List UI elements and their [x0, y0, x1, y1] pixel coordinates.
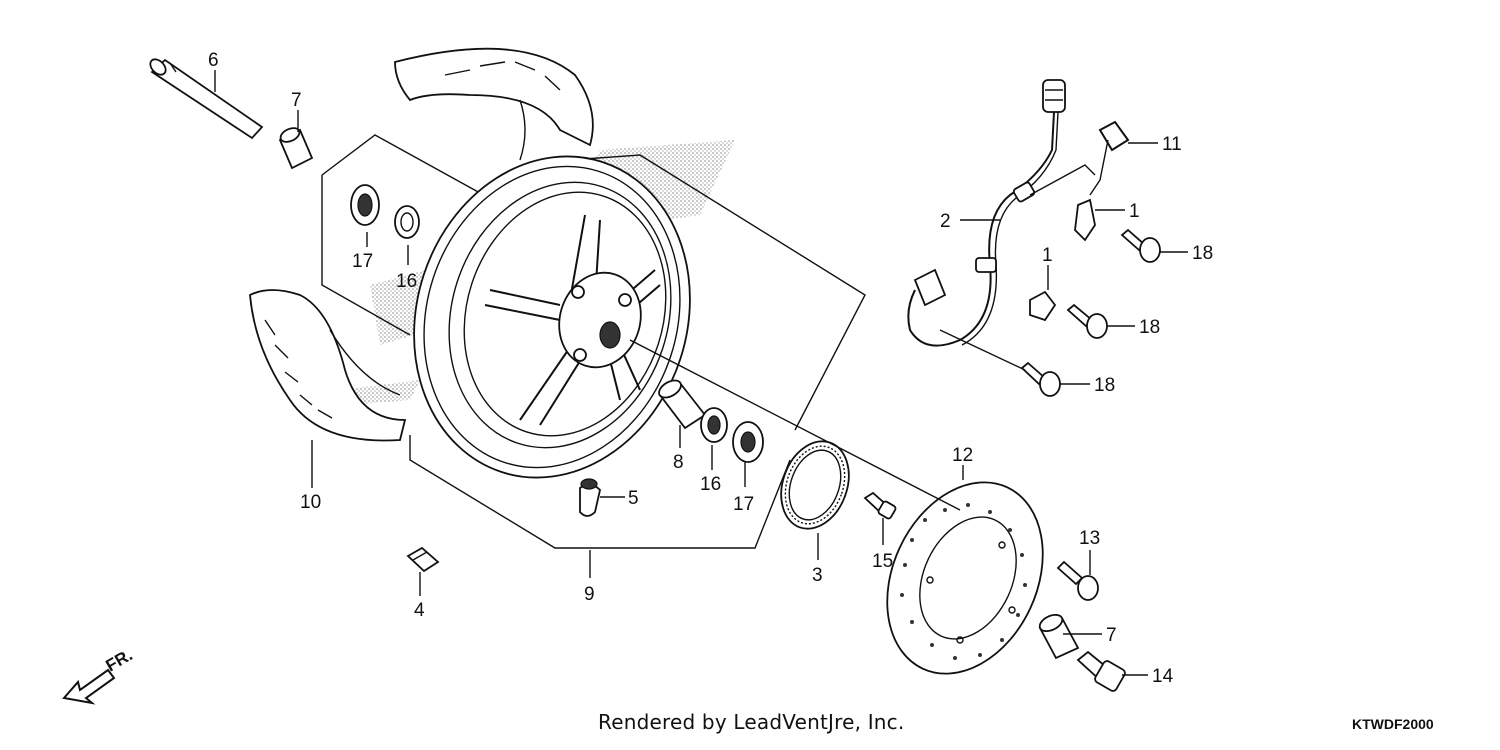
disc-bolt-part: [1056, 560, 1099, 601]
label-18-top: 18: [1192, 243, 1213, 264]
label-16-top: 16: [396, 271, 417, 292]
collar-part-right: [1038, 613, 1080, 660]
label-1-lower: 1: [1042, 245, 1053, 266]
collar-part-top: [278, 127, 314, 170]
label-4: 4: [414, 600, 425, 621]
clamp-part-upper: [1074, 198, 1096, 242]
axle-part: [149, 58, 264, 140]
label-13: 13: [1079, 528, 1100, 549]
label-7-right: 7: [1106, 625, 1117, 646]
render-credit: Rendered by LeadVentJre, Inc.: [598, 710, 905, 734]
label-18-bottom: 18: [1094, 375, 1115, 396]
label-2: 2: [940, 211, 951, 232]
label-7-top: 7: [291, 90, 302, 111]
label-17-top: 17: [352, 251, 373, 272]
label-16-lower: 16: [700, 474, 721, 495]
front-direction-indicator: FR.: [62, 645, 136, 705]
bolt-part-15: [863, 491, 897, 520]
assembly-outline: [321, 134, 866, 549]
label-5: 5: [628, 488, 639, 509]
bolt-part-18-middle: [1066, 303, 1108, 339]
label-1-upper: 1: [1129, 201, 1140, 222]
label-12: 12: [952, 445, 973, 466]
bolt-part-18-bottom: [1020, 361, 1061, 397]
front-arrow-icon: [62, 668, 116, 705]
bearing-part-top: [350, 184, 380, 226]
brake-disc-part: [886, 481, 1044, 675]
label-3: 3: [812, 565, 823, 586]
axle-bolt-part: [1076, 650, 1126, 692]
bearing-part-lower: [732, 421, 764, 463]
part-labels: 6 7 17 16 10 8 16 17 5 9 4 3 15 12 13 7 …: [208, 50, 1213, 687]
label-15: 15: [872, 551, 893, 572]
tire-lower-part: [249, 289, 407, 442]
pulser-ring-part: [780, 440, 850, 530]
tire-upper-part: [394, 47, 594, 161]
clip-part-11: [1089, 120, 1130, 196]
valve-part: [579, 478, 601, 517]
clamp-part-lower: [1029, 290, 1057, 322]
label-14: 14: [1152, 666, 1174, 687]
label-17-lower: 17: [733, 494, 754, 515]
label-10: 10: [300, 492, 321, 513]
seal-part-top: [394, 205, 420, 239]
label-8: 8: [673, 452, 684, 473]
seal-part-lower: [700, 407, 728, 443]
label-18-middle: 18: [1139, 317, 1160, 338]
diagram-code: KTWDF2000: [1352, 716, 1434, 732]
speed-sensor-part: [907, 79, 1096, 347]
label-11: 11: [1162, 134, 1182, 155]
wheel-rim: [413, 155, 691, 479]
spacer-part: [658, 379, 707, 430]
label-6: 6: [208, 50, 219, 71]
bolt-part-18-top: [1120, 228, 1161, 263]
leader-lines: [214, 70, 1188, 676]
balance-weight-part: [406, 546, 440, 573]
label-9: 9: [584, 584, 595, 605]
